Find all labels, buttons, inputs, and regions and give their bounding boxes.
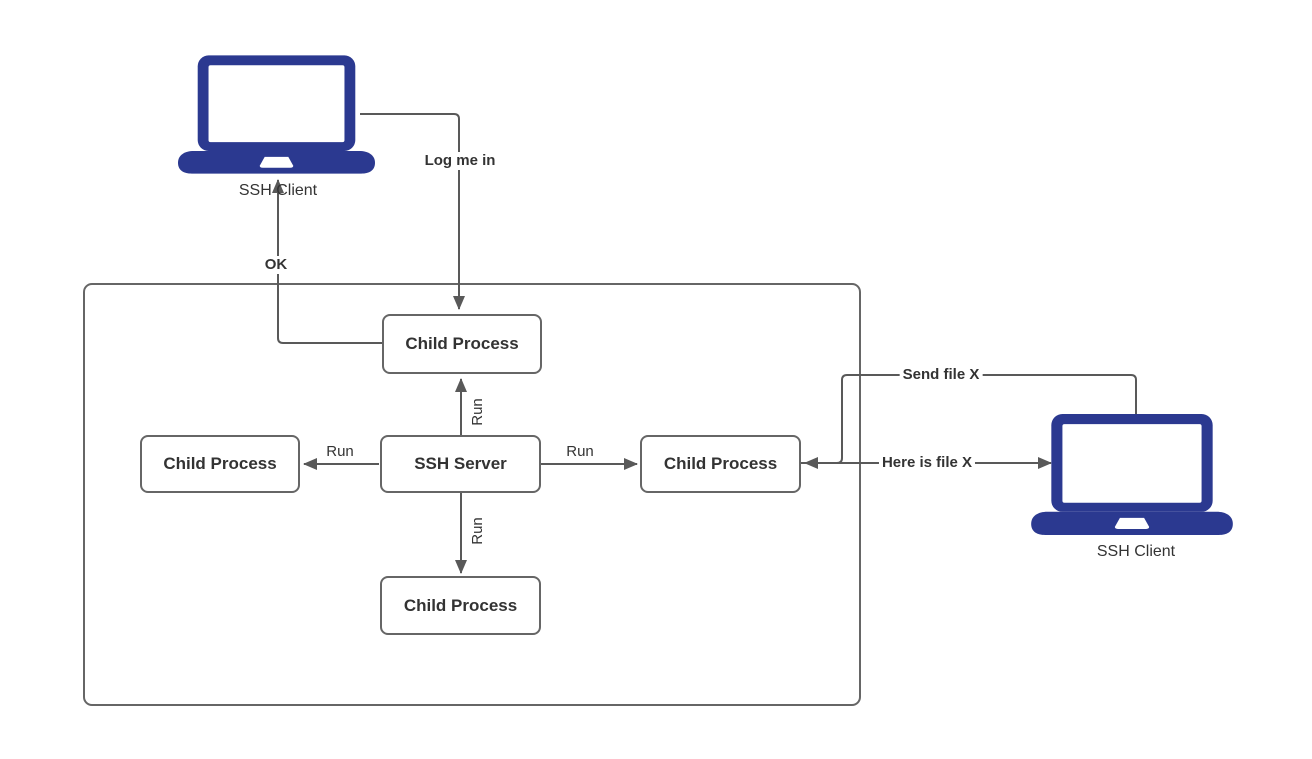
node-child-process-bottom: Child Process — [380, 576, 541, 635]
node-label: Child Process — [405, 334, 519, 353]
edge-label-run-left: Run — [326, 443, 354, 460]
laptop-icon — [178, 55, 375, 174]
edge-label-log-me-in: Log me in — [421, 152, 499, 170]
server-boundary-box — [83, 283, 861, 706]
node-child-process-left: Child Process — [140, 435, 300, 493]
node-child-process-top: Child Process — [382, 314, 542, 374]
edge-label-send-file: Send file X — [899, 366, 983, 384]
node-label: SSH Server — [414, 454, 507, 473]
edge-label-ok: OK — [261, 256, 291, 274]
node-child-process-right: Child Process — [640, 435, 801, 493]
client-left-caption: SSH Client — [238, 182, 318, 199]
node-label: Child Process — [663, 454, 778, 473]
client-right-caption: SSH Client — [1096, 543, 1176, 560]
edge-label-run-bottom: Run — [469, 517, 486, 545]
edge-label-here-is-file: Here is file X — [878, 454, 976, 472]
laptop-icon — [1031, 414, 1233, 535]
edge-label-run-right: Run — [566, 443, 594, 460]
node-label: Child Process — [163, 454, 277, 473]
edge-label-run-top: Run — [469, 398, 486, 426]
node-label: Child Process — [403, 595, 518, 615]
node-ssh-server: SSH Server — [380, 435, 541, 493]
